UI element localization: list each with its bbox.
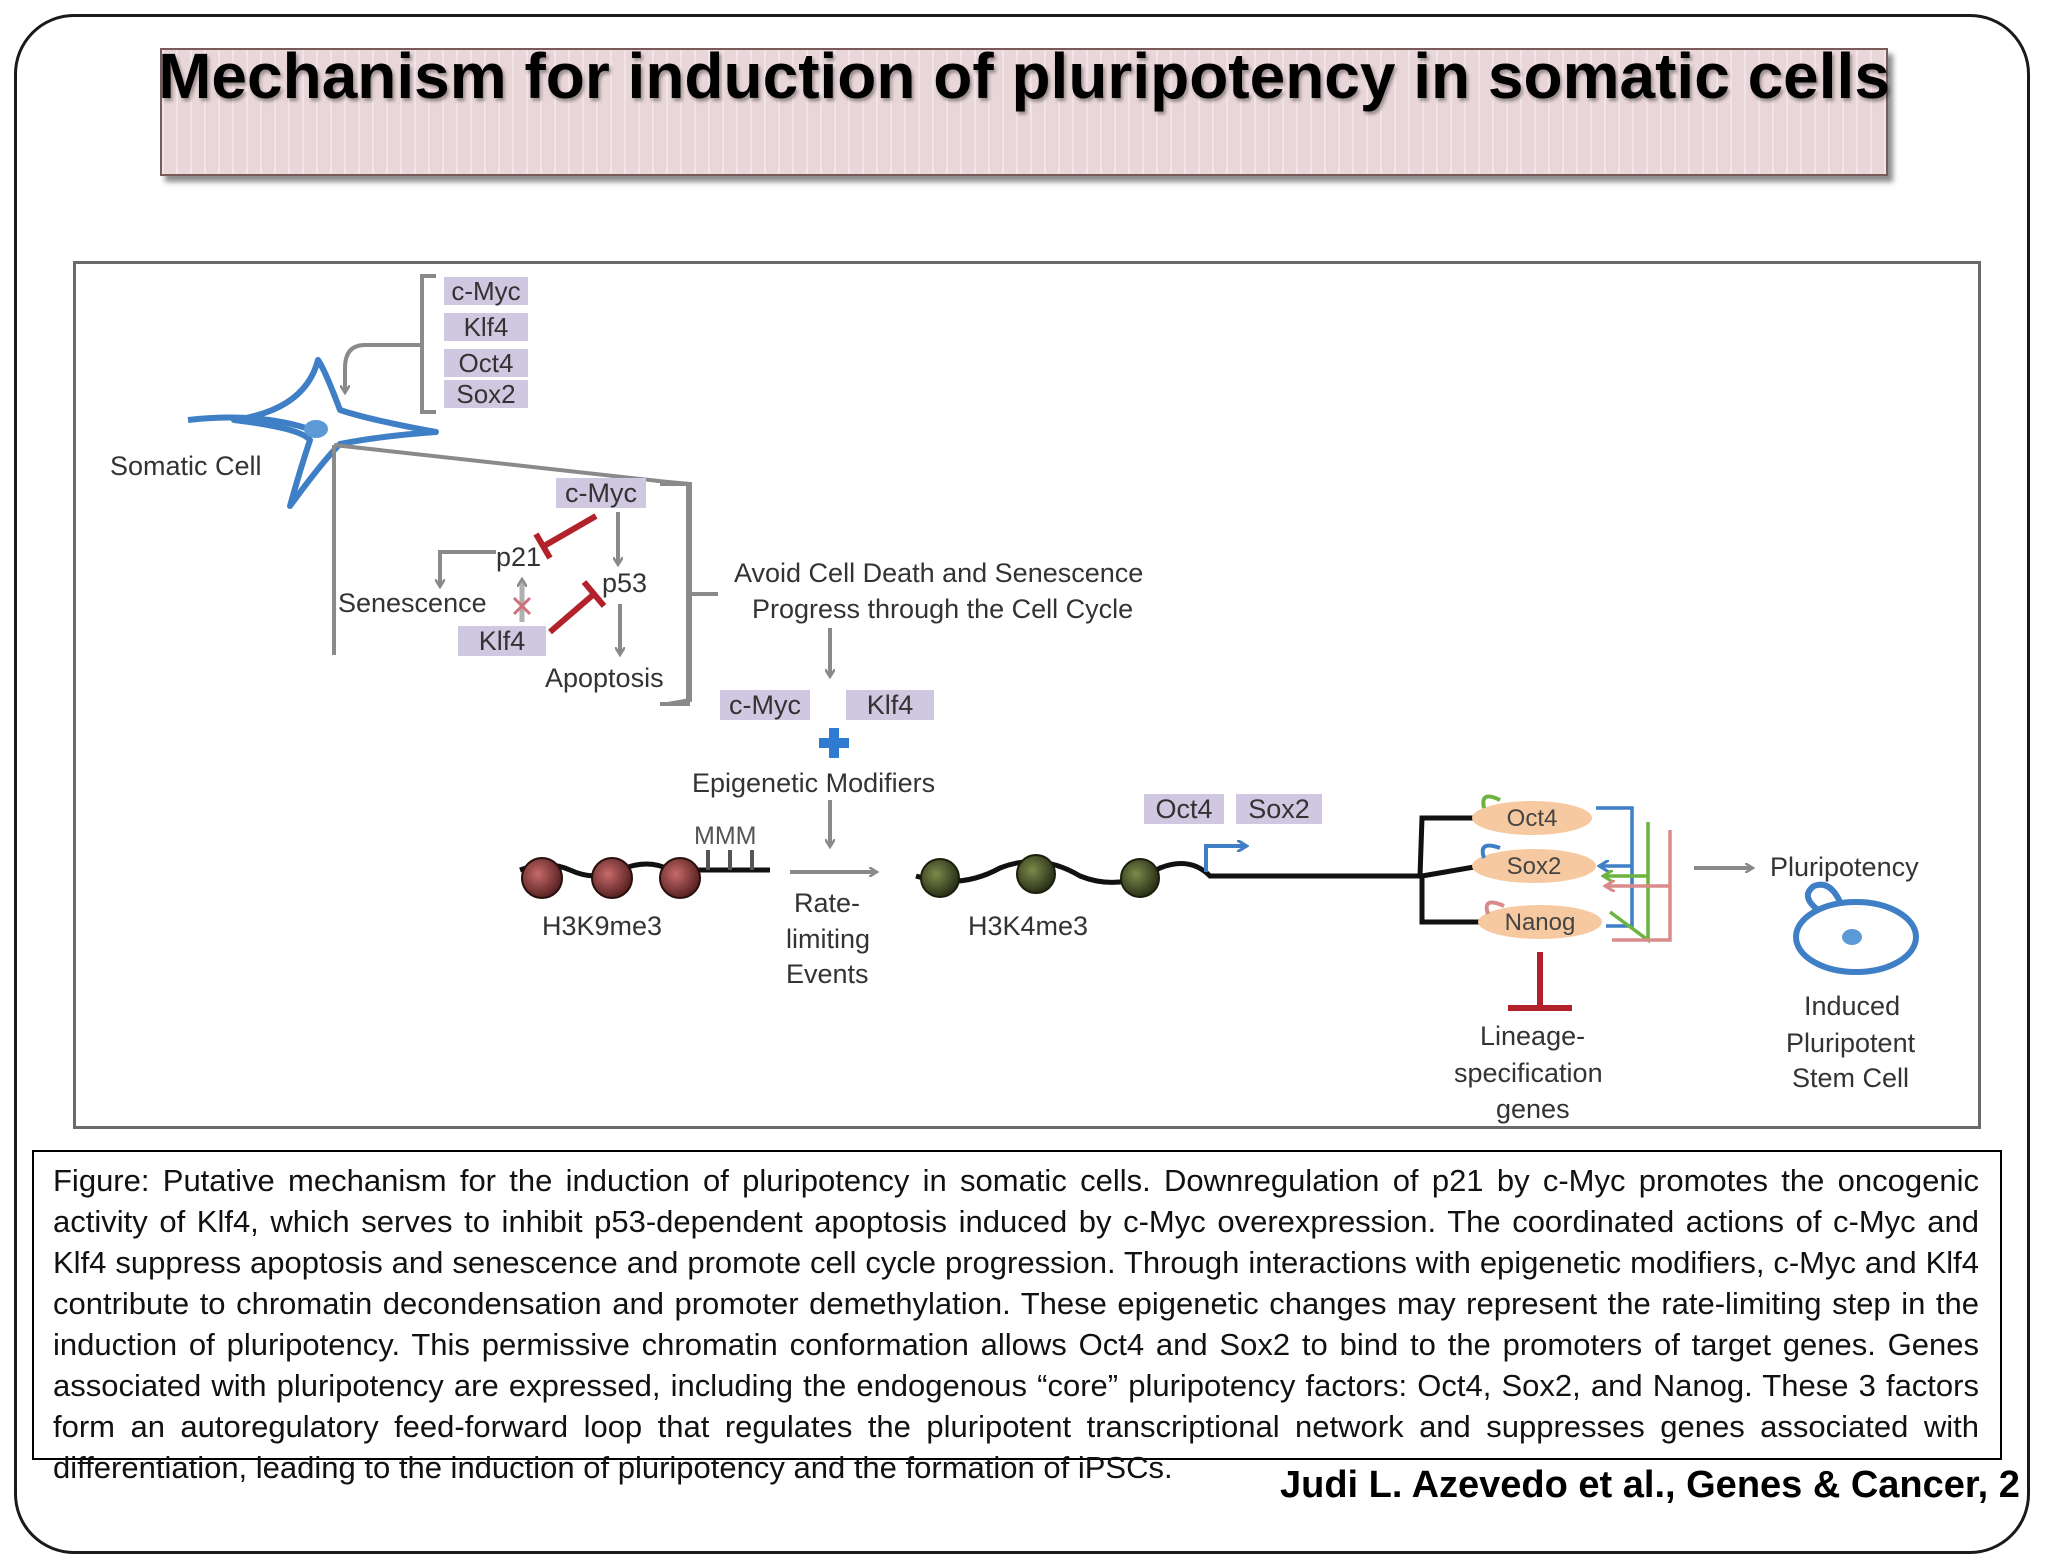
factor-box-klf4-lower: Klf4 [846, 690, 934, 720]
ipsc-cell [1793, 881, 1919, 975]
figure-caption: Figure: Putative mechanism for the induc… [53, 1163, 1979, 1485]
nucleosome-open [920, 854, 1160, 898]
factor-label: c-Myc [565, 478, 637, 508]
outcome-bracket [660, 482, 718, 706]
feedback-loop-green [1604, 822, 1650, 944]
factor-bracket [420, 274, 436, 414]
loop-hook-oct4 [1481, 794, 1501, 809]
factor-box-cmyc-lower: c-Myc [720, 690, 810, 720]
lineage-label-line3: genes [1496, 1094, 1570, 1124]
factor-box-klf4: Klf4 [444, 312, 528, 342]
factor-label: Sox2 [1248, 794, 1310, 824]
ipsc-label-line2: Pluripotent [1786, 1028, 1916, 1058]
caption-box [32, 1150, 2002, 1460]
p53-label: p53 [602, 568, 647, 598]
plus-icon [819, 728, 849, 758]
nucleosome-closed [521, 857, 701, 899]
oval-label: Oct4 [1507, 805, 1558, 832]
oval-label: Nanog [1505, 909, 1576, 936]
factor-to-cell-arrow [345, 343, 422, 392]
promoter-arrow [1204, 846, 1246, 872]
feedback-loop-blue [1596, 806, 1634, 928]
avoid-text-line1: Avoid Cell Death and Senescence [734, 558, 1143, 588]
lineage-label-line1: Lineage- [1480, 1021, 1585, 1051]
blocked-mark [512, 596, 532, 616]
loop-hook-nanog [1484, 900, 1505, 915]
lineage-label-line2: specification [1454, 1058, 1603, 1088]
loop-hook-sox2 [1480, 843, 1501, 859]
citation: Judi L. Azevedo et al., Genes & Cancer, … [1280, 1464, 2020, 1506]
diagram-frame [73, 261, 1981, 1129]
oval-nanog: Nanog [1478, 905, 1602, 939]
factor-label: Klf4 [464, 312, 509, 342]
factor-box-oct4-promoter: Oct4 [1144, 794, 1224, 824]
pluripotency-label: Pluripotency [1770, 852, 1919, 882]
oval-oct4: Oct4 [1472, 801, 1592, 835]
factor-box-sox2-promoter: Sox2 [1236, 794, 1322, 824]
rate-limiting-line1: Rate- [794, 888, 860, 918]
h3k9me3-label: H3K9me3 [542, 911, 662, 941]
factor-label: Oct4 [459, 348, 514, 378]
somatic-cell [187, 357, 439, 509]
factor-box-oct4: Oct4 [444, 348, 528, 378]
cmyc-inhibits-p21 [533, 513, 598, 560]
factor-label: Klf4 [479, 626, 526, 656]
factor-box-sox2: Sox2 [444, 379, 528, 409]
feedback-loop-pink [1606, 830, 1672, 942]
epigenetic-modifiers-label: Epigenetic Modifiers [692, 768, 935, 798]
h3k4me3-label: H3K4me3 [968, 911, 1088, 941]
klf4-inhibits-p53 [548, 580, 607, 635]
title-banner [160, 48, 1888, 176]
factor-box-klf4-middle: Klf4 [458, 626, 546, 656]
factor-label: c-Myc [729, 690, 801, 720]
ipsc-label-line3: Stem Cell [1792, 1063, 1909, 1093]
slide-title: Mechanism for induction of pluripotency … [158, 40, 1890, 112]
avoid-text-line2: Progress through the Cell Cycle [752, 594, 1133, 624]
factor-label: Klf4 [867, 690, 914, 720]
lineage-inhibition [1508, 952, 1572, 1011]
factor-box-cmyc: c-Myc [444, 276, 528, 306]
factor-box-cmyc-middle: c-Myc [556, 478, 646, 508]
factor-label: c-Myc [451, 276, 520, 306]
ipsc-label-line1: Induced [1804, 991, 1900, 1021]
p21-to-senescence-arrow [440, 550, 496, 586]
methyl-marks [706, 850, 754, 870]
p21-label: p21 [496, 542, 541, 572]
methyl-label: MMM [694, 822, 756, 850]
open-chromatin-strand [915, 859, 1420, 885]
apoptosis-label: Apoptosis [545, 663, 664, 693]
oval-label: Sox2 [1507, 853, 1562, 880]
oval-sox2: Sox2 [1472, 849, 1596, 883]
rate-limiting-line3: Events [786, 959, 869, 989]
factor-label: Sox2 [456, 379, 515, 409]
factor-label: Oct4 [1155, 794, 1212, 824]
senescence-label: Senescence [338, 588, 487, 618]
rate-limiting-line2: limiting [786, 924, 870, 954]
somatic-cell-label: Somatic Cell [110, 451, 262, 481]
gene-branch-lines [1417, 815, 1481, 925]
